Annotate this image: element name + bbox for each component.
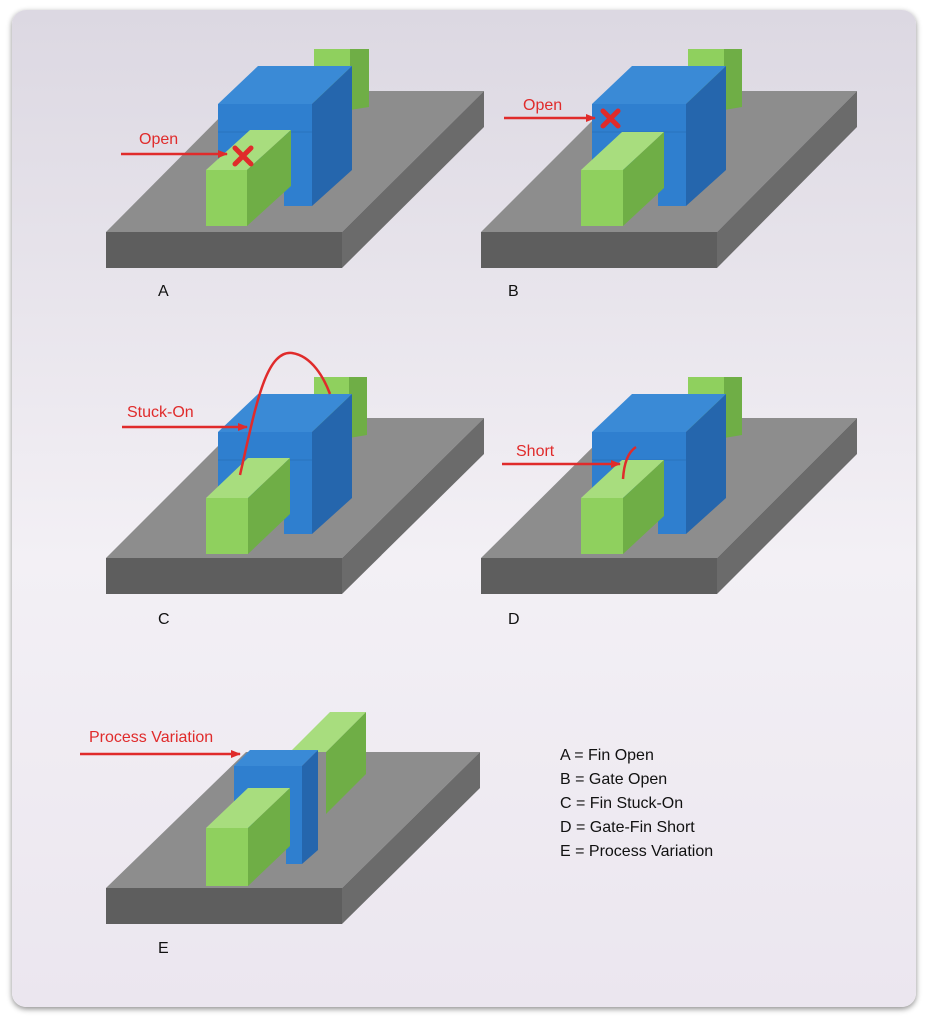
legend-item-c: C = Fin Stuck-On xyxy=(560,795,683,812)
legend: A = Fin Open B = Gate Open C = Fin Stuck… xyxy=(560,747,713,860)
annotation-label: Process Variation xyxy=(89,729,213,746)
fin-front xyxy=(206,788,290,886)
panel-label: E xyxy=(158,940,169,957)
panel-label: D xyxy=(508,611,520,628)
annotation-label: Open xyxy=(139,131,178,148)
annotation-label: Stuck-On xyxy=(127,404,194,421)
x-mark-icon xyxy=(600,108,621,129)
panel-e: Process Variation E xyxy=(80,712,480,957)
annotation-label: Short xyxy=(516,443,555,460)
panel-d: Short D xyxy=(481,377,857,628)
legend-item-d: D = Gate-Fin Short xyxy=(560,819,695,836)
fin-front xyxy=(581,460,664,554)
legend-item-e: E = Process Variation xyxy=(560,843,713,860)
panel-c: Stuck-On C xyxy=(106,351,484,628)
panel-a: Open A xyxy=(106,49,484,300)
fin-front xyxy=(206,458,290,554)
fin-front xyxy=(581,132,664,226)
fin-back xyxy=(290,712,366,814)
legend-item-a: A = Fin Open xyxy=(560,747,654,764)
panel-label: C xyxy=(158,611,170,628)
defect-arc xyxy=(621,445,637,480)
panel-label: A xyxy=(158,283,169,300)
legend-item-b: B = Gate Open xyxy=(560,771,667,788)
x-mark-icon xyxy=(232,145,254,167)
defect-arc xyxy=(238,351,332,476)
annotation-label: Open xyxy=(523,97,562,114)
panel-b: Open B xyxy=(481,49,857,300)
panel-label: B xyxy=(508,283,519,300)
